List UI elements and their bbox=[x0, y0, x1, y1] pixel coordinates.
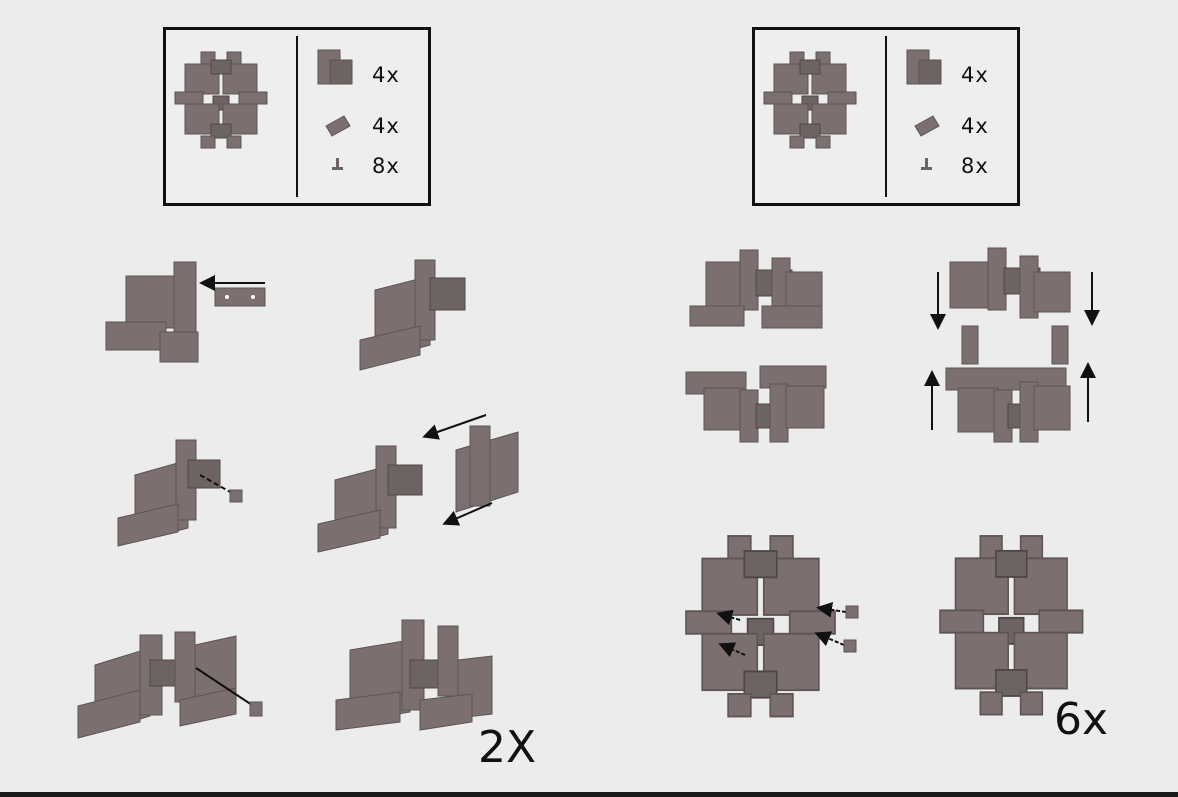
bottom-border bbox=[0, 792, 1178, 797]
pin-icon bbox=[332, 158, 932, 170]
step-5-figure bbox=[78, 632, 262, 738]
step-2-figure bbox=[360, 260, 465, 370]
half-assembly-top bbox=[690, 250, 822, 328]
assembled-unit-thumbnail bbox=[175, 52, 267, 148]
multiplier-left: 2X bbox=[478, 722, 536, 773]
step-3-figure bbox=[118, 440, 242, 546]
completed-ring bbox=[940, 536, 1083, 715]
half-assembly-bottom bbox=[686, 366, 826, 442]
small-plate-icon bbox=[326, 116, 939, 136]
large-plate-icon bbox=[318, 50, 941, 84]
half-assemblies-joining bbox=[932, 248, 1092, 442]
ring-with-pins bbox=[686, 536, 858, 716]
multiplier-right: 6x bbox=[1054, 694, 1108, 745]
step-4-figure bbox=[318, 415, 518, 552]
step-1-figure bbox=[106, 262, 265, 362]
step-6-figure bbox=[336, 620, 492, 730]
assembled-unit-thumbnail bbox=[764, 52, 856, 148]
